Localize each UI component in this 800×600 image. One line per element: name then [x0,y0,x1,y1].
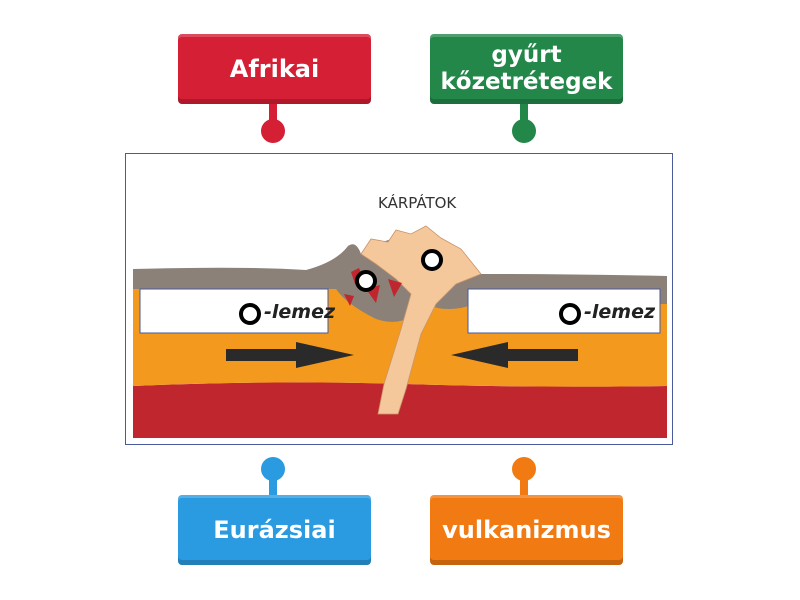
diagram-title: KÁRPÁTOK [378,194,457,212]
diagram-image: KÁRPÁTOK -lemez -lemez [125,153,673,445]
connector-stem [269,474,277,496]
right-plate-label: -lemez [584,301,656,323]
arrow-left-icon [451,342,578,368]
drop-target-right-plate[interactable] [559,303,581,325]
drop-target-left-plate[interactable] [239,303,261,325]
connector-dot [512,119,536,143]
folded-rock-layers [360,225,482,415]
connector-dot [261,119,285,143]
label-gyurt-kozetretegek[interactable]: gyűrt kőzetrétegek [430,34,623,104]
label-afrikai[interactable]: Afrikai [178,34,371,104]
red-mantle-layer [133,382,667,438]
left-plate-label: -lemez [264,301,336,323]
label-eurazsiai[interactable]: Eurázsiai [178,495,371,565]
drop-target-folded-rocks[interactable] [421,249,443,271]
arrow-right-icon [226,342,354,368]
plate-cross-section [133,225,667,438]
connector-stem [520,474,528,496]
left-plate-box [139,288,329,334]
drop-target-volcanism[interactable] [355,270,377,292]
connector-stem [520,104,528,126]
label-vulkanizmus[interactable]: vulkanizmus [430,495,623,565]
connector-stem [269,104,277,126]
